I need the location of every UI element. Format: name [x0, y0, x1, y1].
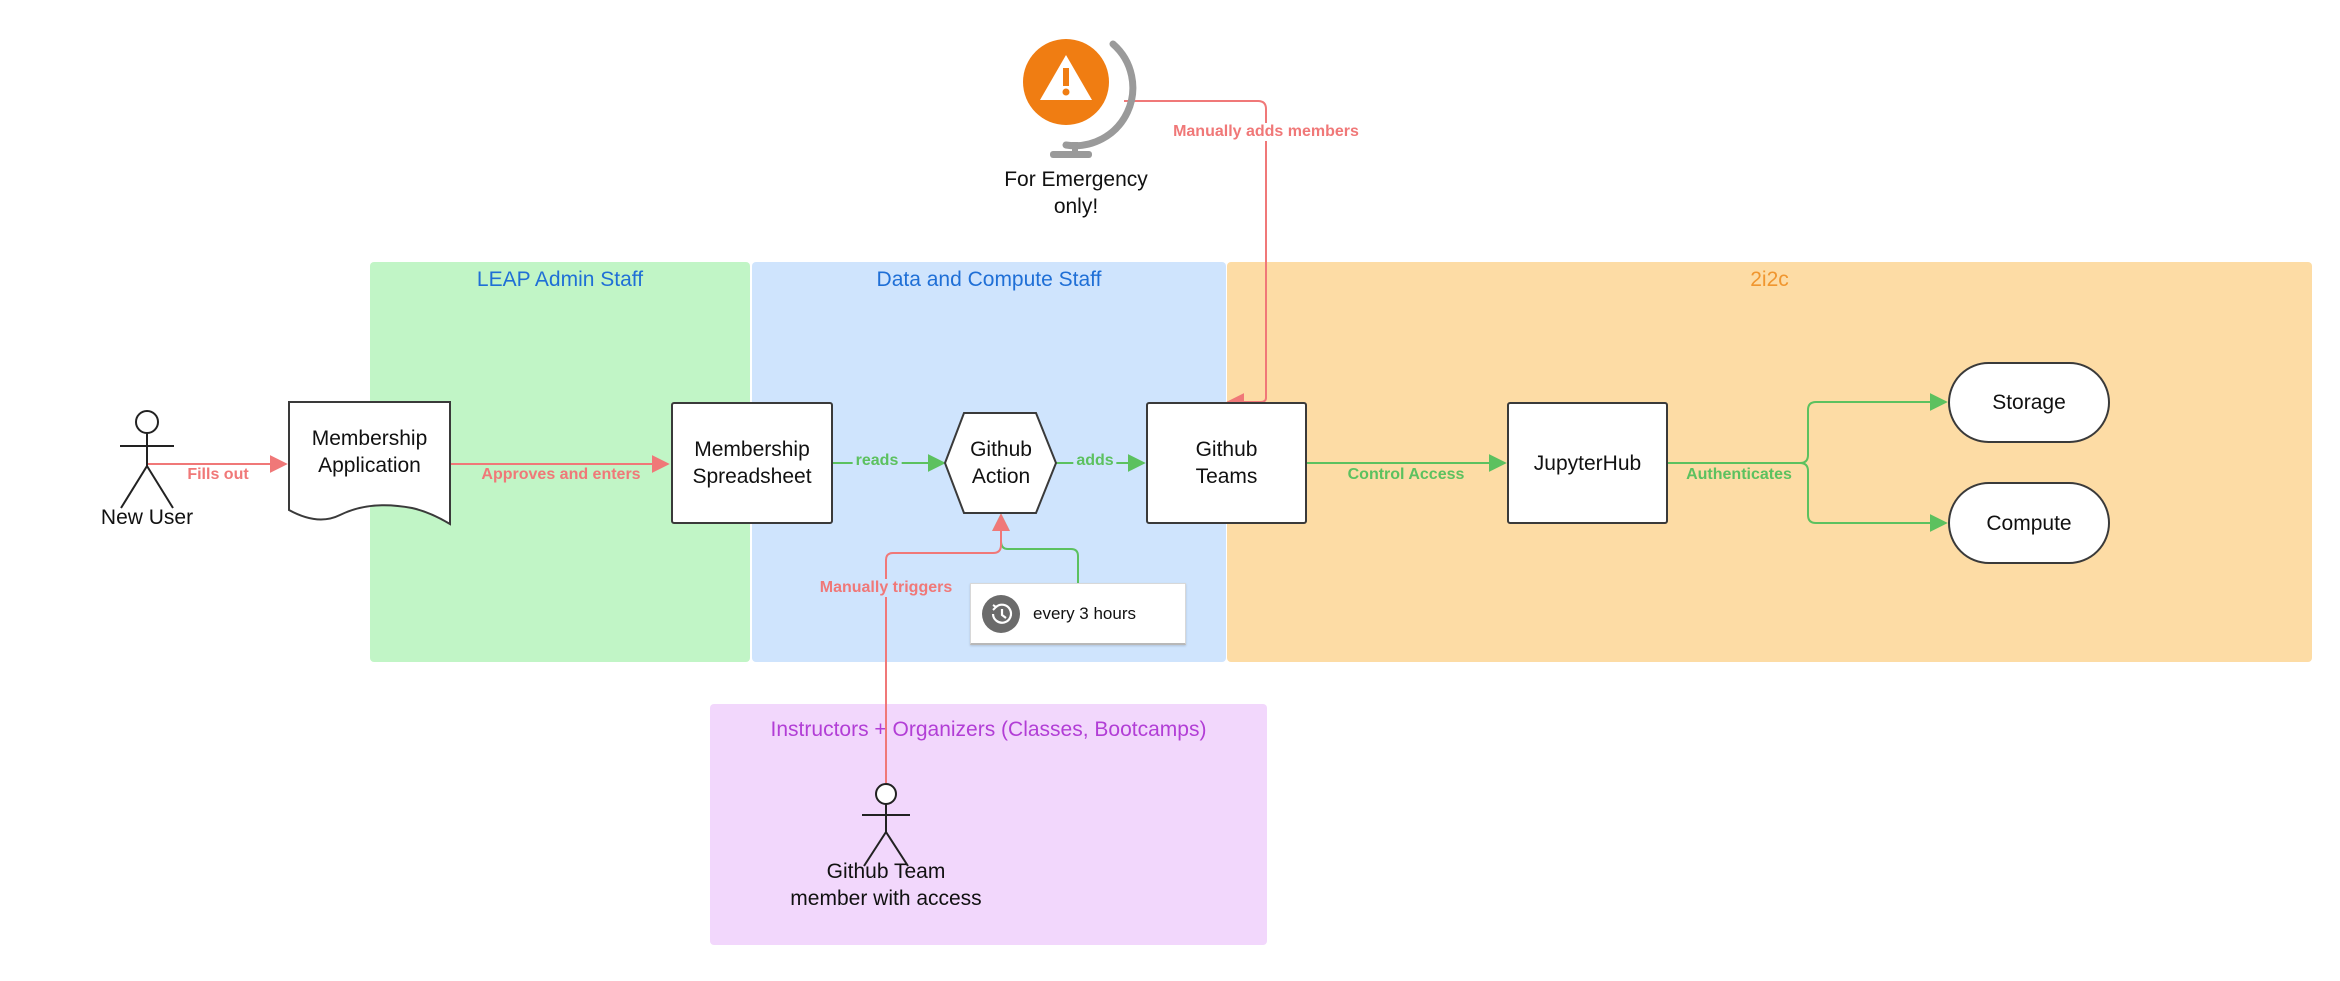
github-action[interactable]: Github Action — [970, 438, 1032, 488]
membership-spreadsheet[interactable]: Membership Spreadsheet — [671, 402, 833, 524]
edge-schedule — [992, 513, 1079, 584]
compute[interactable]: Compute — [1948, 482, 2110, 564]
edge-label-reads: reads — [852, 452, 902, 470]
schedule-label: every 3 hours — [1033, 603, 1136, 623]
membership-application[interactable]: Membership Application — [311, 427, 428, 477]
new-user-label: New User — [100, 506, 194, 529]
clock-history-icon — [981, 594, 1021, 634]
edge-label-fills-out: Fills out — [187, 466, 249, 483]
storage[interactable]: Storage — [1948, 362, 2110, 443]
zone-title-2i2c: 2i2c — [1750, 268, 1789, 291]
emergency-label: For Emergency only! — [1004, 168, 1148, 218]
edge-manually-adds — [1124, 100, 1267, 411]
github-teams[interactable]: Github Teams — [1146, 402, 1307, 524]
zone-title-data-compute-staff: Data and Compute Staff — [876, 268, 1102, 291]
edge-label-manually-adds: Manually adds members — [1170, 123, 1362, 141]
team-member-label: Github Team member with access — [790, 860, 982, 910]
schedule-trigger[interactable]: every 3 hours — [970, 583, 1186, 645]
edge-label-approves: Approves and enters — [481, 466, 641, 483]
edge-auth-compute — [1799, 462, 1948, 532]
edge-label-adds: adds — [1073, 452, 1117, 470]
edge-label-control-access: Control Access — [1347, 466, 1465, 483]
jupyterhub[interactable]: JupyterHub — [1507, 402, 1668, 524]
edge-auth-storage — [1668, 393, 1948, 464]
edge-label-authenticates: Authenticates — [1686, 466, 1792, 483]
zone-instructors-organizers: Instructors + Organizers (Classes, Bootc… — [710, 704, 1267, 945]
edge-label-manually-triggers: Manually triggers — [816, 579, 956, 597]
zone-title-leap-admin-staff: LEAP Admin Staff — [476, 268, 644, 291]
edge-manually-triggers — [885, 513, 1010, 783]
zone-title-instructors-organizers: Instructors + Organizers (Classes, Bootc… — [770, 718, 1207, 741]
